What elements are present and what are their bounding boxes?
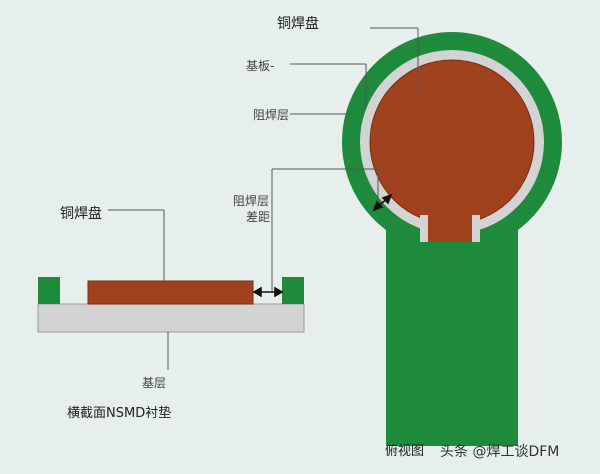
solder-mask-left [38,277,60,304]
label-pad-cross: 铜焊盘 [60,206,102,222]
label-mask-top: 阻焊层 [253,108,290,122]
leader-lines [108,27,419,370]
top-view [342,32,562,446]
substrate-gap-right [472,215,480,242]
solder-mask-right [282,277,304,304]
arrow-cross-right-head [274,286,284,298]
caption-top-view: 俯视图 [385,444,425,459]
caption-cross-section: 横截面NSMD衬垫 [67,406,172,421]
arrow-cross-left-head [252,286,262,298]
arrow-top-head-a [372,200,384,212]
substrate-gap-left [420,215,428,242]
copper-pad-top [369,59,535,225]
copper-trace-stub [428,200,472,242]
copper-trace-bottom [428,236,472,242]
copper-pad-cross [87,280,254,305]
label-clearance-1: 阻焊层 [233,194,270,208]
watermark-text: 头条 @焊工谈DFM [440,444,560,460]
arrow-top-head-b [381,193,393,205]
clearance-arrows [252,193,393,298]
label-clearance-2: 差距 [246,210,271,224]
cross-section [37,277,305,333]
label-base-cross: 基层 [142,376,167,390]
base-layer [37,303,305,333]
solder-mask-trace [386,220,518,446]
label-substrate-top: 基板- [246,59,275,73]
label-pad-top: 铜焊盘 [277,16,319,32]
